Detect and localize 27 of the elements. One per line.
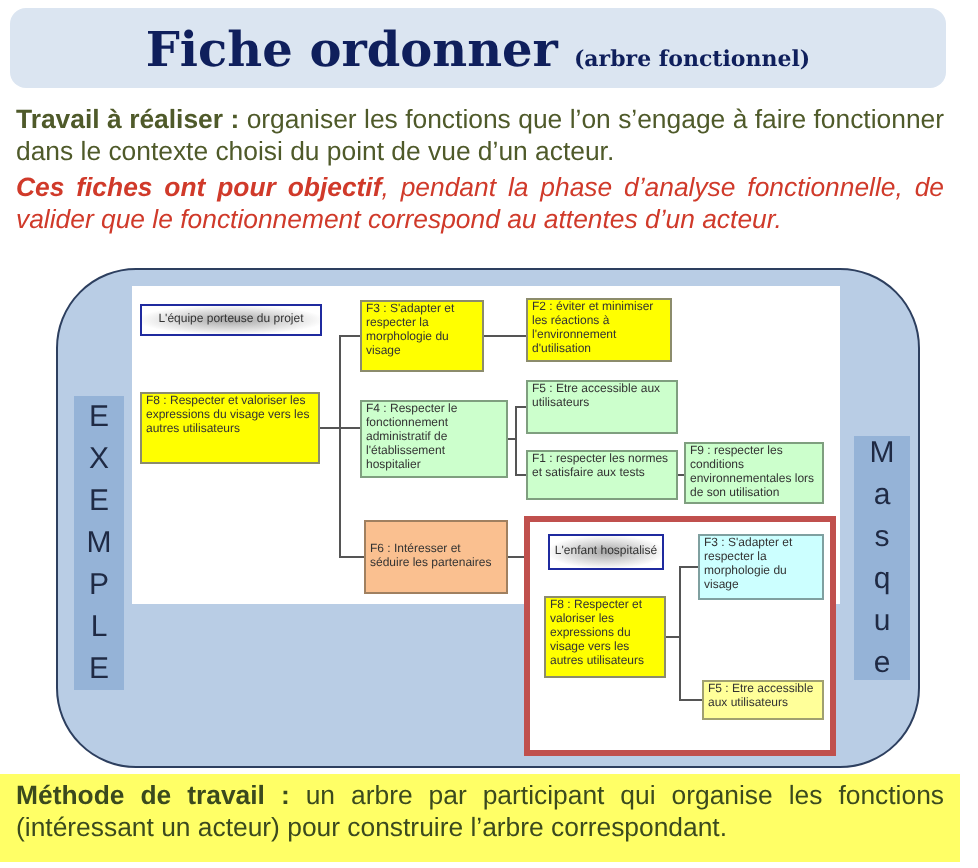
actor-box bbox=[140, 304, 322, 336]
actor-box bbox=[548, 534, 664, 570]
label-band bbox=[854, 436, 910, 680]
function-box bbox=[360, 400, 508, 478]
connector-line bbox=[507, 438, 527, 476]
connector-line bbox=[483, 335, 527, 337]
vertical-label: Masque bbox=[867, 434, 897, 684]
function-box bbox=[360, 300, 484, 372]
function-box bbox=[526, 380, 678, 434]
function-box bbox=[544, 596, 666, 678]
function-box bbox=[698, 534, 824, 600]
function-box bbox=[364, 520, 508, 594]
title: Fiche ordonner bbox=[145, 20, 558, 78]
function-box bbox=[526, 450, 678, 500]
connector-line bbox=[507, 556, 525, 558]
function-box bbox=[526, 298, 672, 362]
connector-line bbox=[677, 474, 685, 476]
subtitle: (arbre fonctionnel) bbox=[573, 46, 811, 72]
connector-line bbox=[665, 636, 703, 701]
paragraph: Travail à réaliser : organiser les fonctions que l’on s’engage à faire fonctionner dans le contexte choisi du point de vue d’un acteur. bbox=[16, 104, 944, 168]
function-box bbox=[140, 392, 320, 464]
function-box bbox=[702, 680, 824, 720]
paragraph: Ces fiches ont pour objectif, pendant la phase d’analyse fonctionnelle, de valider que le fonctionnement correspond au attentes d’un acteur. bbox=[16, 172, 944, 236]
frame-box bbox=[524, 516, 836, 756]
method-note: Méthode de travail : un arbre par participant qui organise les fonctions (intéressant un acteur) pour construire l’arbre correspondant. bbox=[0, 774, 960, 862]
vertical-label: EXEMPLE bbox=[84, 398, 114, 690]
label-band bbox=[74, 396, 124, 690]
